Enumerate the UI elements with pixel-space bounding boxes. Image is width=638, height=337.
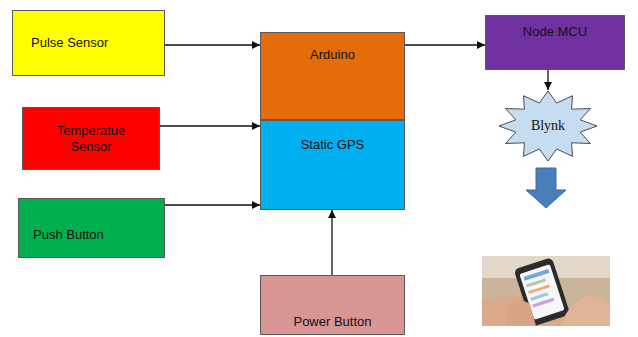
node-label: Power Button — [293, 314, 371, 330]
sensor-box: Pulse Sensor — [12, 10, 165, 76]
signal-arrow — [331, 210, 332, 275]
input-box: Push Button — [18, 198, 165, 258]
node-label: Blynk — [531, 118, 565, 135]
signal-arrow — [165, 44, 260, 45]
controller-box: Arduino — [260, 32, 405, 120]
node-label: Node MCU — [523, 24, 587, 40]
node-label: Static GPS — [301, 137, 365, 153]
flow-arrow — [526, 168, 566, 208]
cloud-burst: Blynk — [498, 90, 598, 162]
power-box: Power Button — [260, 275, 405, 335]
signal-arrow — [405, 44, 485, 45]
signal-arrow — [547, 70, 548, 90]
wifi-module-box: Node MCU — [485, 15, 625, 70]
module-box: Static GPS — [260, 120, 405, 210]
node-label: Arduino — [310, 47, 355, 63]
signal-arrow — [160, 125, 260, 126]
sensor-box: Temperatue Sensor — [22, 107, 160, 170]
phone-photo — [482, 256, 610, 327]
node-label: Push Button — [33, 227, 104, 243]
signal-arrow — [165, 204, 260, 205]
node-label: Pulse Sensor — [31, 35, 108, 51]
node-label: Temperatue Sensor — [46, 123, 136, 154]
starburst-outline — [499, 91, 597, 161]
